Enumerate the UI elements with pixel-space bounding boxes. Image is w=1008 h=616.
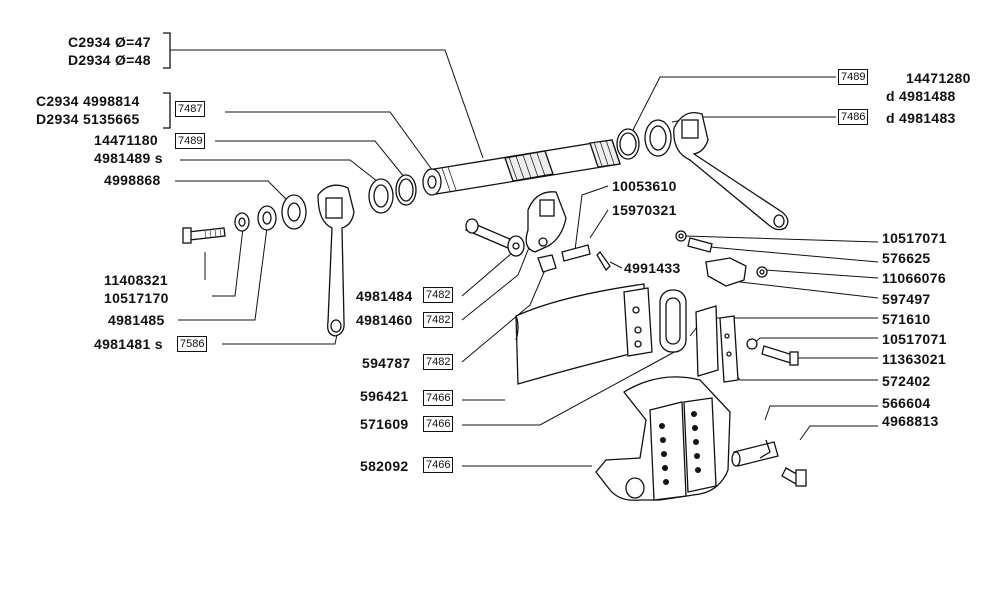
ref-box-7466-b: 7466: [423, 416, 454, 432]
label-10517071-a: 10517071: [882, 230, 947, 246]
label-10517071-b: 10517071: [882, 331, 947, 347]
side-plates: [695, 305, 799, 383]
label-11363021: 11363021: [882, 351, 946, 367]
label-4981485: 4981485: [108, 312, 165, 328]
label-4981460: 4981460: [356, 312, 413, 328]
ref-box-7466-c: 7466: [423, 457, 454, 473]
label-11066076: 11066076: [882, 270, 946, 286]
label-11408321: 11408321: [104, 272, 168, 288]
label-4998868: 4998868: [104, 172, 161, 188]
label-571610: 571610: [882, 311, 931, 327]
ref-box-7482-a: 7482: [423, 287, 454, 303]
ref-box-7466-a: 7466: [423, 390, 454, 406]
ref-box-7487: 7487: [175, 101, 206, 117]
label-594787: 594787: [362, 355, 411, 371]
bolt-left: [182, 227, 226, 244]
label-14471180: 14471180: [94, 132, 158, 148]
ref-box-7482-b: 7482: [423, 312, 454, 328]
splined-shaft: [422, 139, 621, 196]
label-brackets: [163, 32, 171, 129]
right-lift-arm: [616, 111, 789, 231]
label-4981484: 4981484: [356, 288, 413, 304]
header-d2934-diameter: D2934 Ø=48: [68, 52, 151, 68]
label-10517170: 10517170: [104, 290, 169, 306]
ref-box-7486: 7486: [838, 109, 869, 125]
label-c2934-part: C2934 4998814: [36, 93, 140, 109]
label-15970321: 15970321: [612, 202, 677, 218]
hitch-body: [595, 376, 731, 501]
label-4991433: 4991433: [624, 260, 681, 276]
label-4981481s: 4981481 s: [94, 336, 163, 352]
pin-and-bolt: [731, 439, 807, 487]
ref-box-7489-left: 7489: [175, 133, 206, 149]
ref-box-7586: 7586: [177, 336, 208, 352]
label-d4981483: d 4981483: [886, 110, 956, 126]
label-566604: 566604: [882, 395, 931, 411]
label-10053610: 10053610: [612, 178, 677, 194]
label-d4981488: d 4981488: [886, 88, 956, 104]
leader-lines: [170, 49, 879, 467]
ref-box-7482-c: 7482: [423, 354, 454, 370]
chain-strap: [515, 283, 653, 385]
label-596421: 596421: [360, 388, 409, 404]
center-bracket: [465, 191, 611, 273]
label-d2934-part: D2934 5135665: [36, 111, 140, 127]
link-plate: [659, 289, 687, 353]
label-572402: 572402: [882, 373, 931, 389]
label-597497: 597497: [882, 291, 931, 307]
label-4968813: 4968813: [882, 413, 939, 429]
left-rings: [234, 174, 417, 232]
label-582092: 582092: [360, 458, 409, 474]
label-576625: 576625: [882, 250, 931, 266]
label-4981489s: 4981489 s: [94, 150, 163, 166]
left-lift-arm: [317, 184, 355, 337]
label-14471280: 14471280: [906, 70, 971, 86]
right-fittings: [675, 230, 768, 287]
header-c2934-diameter: C2934 Ø=47: [68, 34, 151, 50]
ref-box-7489-right: 7489: [838, 69, 869, 85]
label-571609: 571609: [360, 416, 409, 432]
